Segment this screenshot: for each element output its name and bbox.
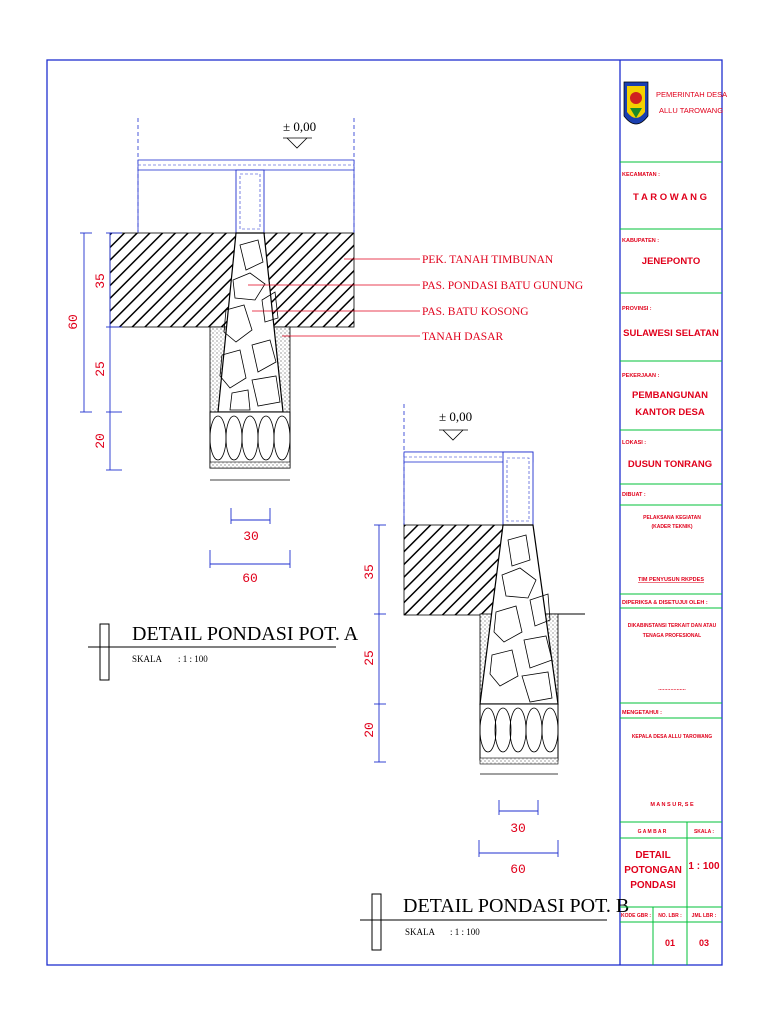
dim-top-width-a: 30 — [243, 529, 259, 544]
dibuat-line-2: (KADER TEKNIK) — [651, 524, 692, 530]
pekerjaan-line-2: KANTOR DESA — [635, 407, 705, 418]
kecamatan-value: T A R O W A N G — [633, 192, 707, 203]
mengetahui-name: M A N S U R, S E — [650, 802, 694, 808]
detail-a-title: DETAIL PONDASI POT. A — [132, 623, 359, 645]
scale-label-a: SKALA — [132, 654, 163, 664]
dibuat-team: TIM PENYUSUN RKPDES — [638, 577, 704, 583]
no-lbr-value: 01 — [665, 938, 675, 948]
pekerjaan-line-1: PEMBANGUNAN — [632, 390, 708, 401]
diperiksa-sign: .................. — [658, 686, 686, 692]
org-line-1: PEMERINTAH DESA — [656, 90, 727, 99]
dim-bottom-a: 20 — [93, 433, 108, 449]
dim-bottom-b: 20 — [362, 722, 377, 738]
title-block: PEMERINTAH DESA ALLU TAROWANG KECAMATAN … — [620, 81, 727, 965]
label-tanah-timbunan: PEK. TANAH TIMBUNAN — [422, 254, 554, 266]
dim-bottom-width-a: 60 — [242, 571, 258, 586]
diperiksa-line-1: DIKABINSTANSI TERKAIT DAN ATAU — [628, 623, 717, 629]
kabupaten-value: JENEPONTO — [642, 256, 700, 267]
kabupaten-label: KABUPATEN : — [622, 238, 659, 244]
skala-label: SKALA : — [694, 829, 714, 835]
lokasi-value: DUSUN TONRANG — [628, 459, 712, 470]
dim-upper-b: 35 — [362, 564, 377, 580]
desa-logo — [623, 81, 649, 125]
level-label-a: ± 0,00 — [283, 119, 316, 134]
provinsi-label: PROVINSI : — [622, 306, 652, 312]
mengetahui-label: MENGETAHUI : — [622, 710, 662, 716]
no-lbr-label: NO. LBR : — [658, 913, 682, 919]
skala-value: 1 : 100 — [688, 861, 720, 872]
soil-fill-b — [403, 524, 504, 616]
label-pondasi-batu-gunung: PAS. PONDASI BATU GUNUNG — [422, 280, 583, 292]
label-tanah-dasar: TANAH DASAR — [422, 331, 504, 343]
label-batu-kosong: PAS. BATU KOSONG — [422, 306, 529, 318]
diperiksa-label: DIPERIKSA & DISETUJUI OLEH : — [622, 600, 708, 606]
jml-lbr-label: JML LBR : — [692, 913, 717, 919]
level-label-b: ± 0,00 — [439, 409, 472, 424]
dim-upper-a: 35 — [93, 273, 108, 289]
lokasi-label: LOKASI : — [622, 440, 646, 446]
kecamatan-label: KECAMATAN : — [622, 172, 660, 178]
dim-middle-b: 25 — [362, 650, 377, 666]
detail-b-title: DETAIL PONDASI POT. B — [403, 895, 629, 917]
scale-value-a: : 1 : 100 — [178, 654, 208, 664]
gambar-line-3: PONDASI — [630, 880, 676, 891]
gambar-line-1: DETAIL — [635, 850, 670, 861]
dim-total-a: 60 — [66, 314, 81, 330]
dim-bottom-width-b: 60 — [510, 862, 526, 877]
dim-top-width-b: 30 — [510, 821, 526, 836]
gambar-line-2: POTONGAN — [624, 865, 682, 876]
dibuat-label: DIBUAT : — [622, 492, 646, 498]
kode-gbr-label: KODE GBR : — [621, 913, 651, 919]
scale-value-b: : 1 : 100 — [450, 927, 480, 937]
dibuat-line-1: PELAKSANA KEGIATAN — [643, 515, 701, 521]
sheet-border — [46, 59, 723, 966]
detail-pondasi-b: ± 0,00 — [360, 404, 629, 951]
scale-label-b: SKALA — [405, 927, 436, 937]
gambar-label: G A M B A R — [638, 829, 667, 835]
provinsi-value: SULAWESI SELATAN — [623, 328, 719, 339]
jml-lbr-value: 03 — [699, 938, 709, 948]
diperiksa-line-2: TENAGA PROFESIONAL — [643, 633, 701, 639]
pekerjaan-label: PEKERJAAN : — [622, 373, 659, 379]
mengetahui-line: KEPALA DESA ALLU TAROWANG — [632, 734, 712, 740]
org-line-2: ALLU TAROWANG — [659, 106, 723, 115]
dim-middle-a: 25 — [93, 361, 108, 377]
detail-pondasi-a: ± 0,00 — [66, 118, 583, 681]
